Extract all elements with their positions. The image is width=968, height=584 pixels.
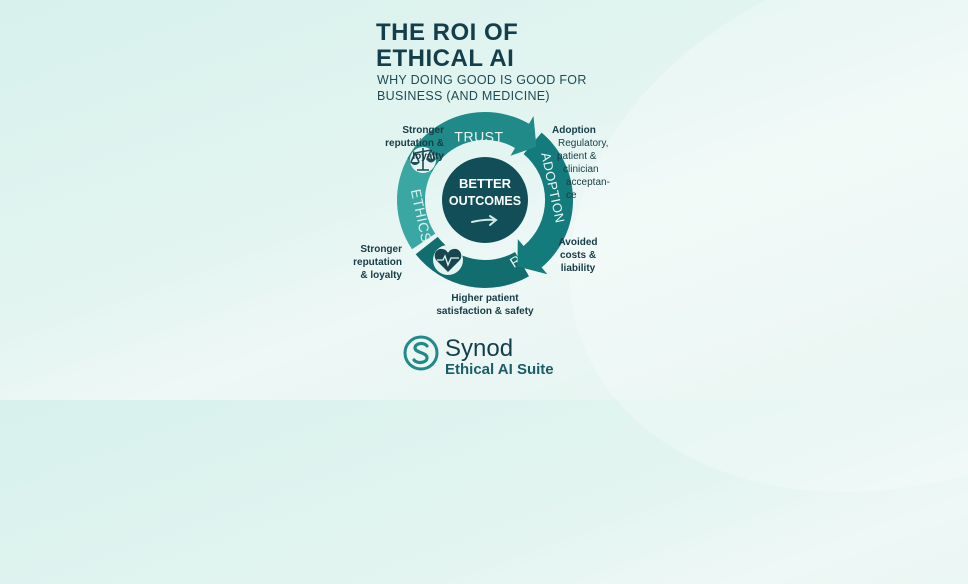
title-line: ETHICAL AI xyxy=(376,45,515,72)
annotation-line: Higher patient xyxy=(451,293,519,304)
cycle-segment-adoption xyxy=(517,132,574,275)
title-line: THE ROI OF xyxy=(376,19,519,46)
subtitle-line: WHY DOING GOOD IS GOOD FOR xyxy=(377,73,587,87)
annotation-line: liability xyxy=(560,263,596,274)
annotation-bottom: Higher patient satisfaction & safety xyxy=(430,292,540,318)
annotation-line: ce xyxy=(566,190,577,201)
scales-icon-pans xyxy=(410,159,436,165)
annotation-bottom-left: Stronger reputation & loyalty xyxy=(352,243,402,282)
page-title: THE ROI OF ETHICAL AI xyxy=(376,20,518,72)
annotation-line: & loyalty xyxy=(360,270,402,281)
annotation-line: costs & xyxy=(559,250,597,261)
center-label-line: BETTER xyxy=(459,176,512,191)
annotation-line: clinician xyxy=(563,164,599,175)
center-label-line: OUTCOMES xyxy=(449,194,521,208)
annotation-line: loyalty xyxy=(412,151,444,162)
annotation-line: patient & xyxy=(557,151,597,162)
segment-label-trust: TRUST xyxy=(454,129,503,145)
synod-logo-icon xyxy=(403,335,439,371)
annotation-top-right: Adoption Regulatory, patient & clinician… xyxy=(552,124,610,202)
subtitle-line: BUSINESS (AND MEDICINE) xyxy=(377,89,550,103)
brand-product: Ethical AI Suite xyxy=(445,361,554,378)
annotation-line: acceptan- xyxy=(566,177,610,188)
annotation-line: Stronger xyxy=(360,244,402,255)
brand-name: Synod xyxy=(445,335,514,362)
cycle-diagram: ETHICSROIADOPTIONTRUSTBETTEROUTCOMES xyxy=(396,112,574,288)
scales-icon xyxy=(410,148,436,171)
annotation-top-left: Stronger reputation & loyalty xyxy=(372,124,444,163)
annotation-line: satisfaction & safety xyxy=(436,306,534,317)
annotation-line: reputation & xyxy=(385,138,444,149)
arrow-right-icon xyxy=(471,215,498,226)
annotation-bottom-right: Avoided costs & liability xyxy=(553,236,603,275)
annotation-title: Adoption xyxy=(552,125,596,136)
pulse-line xyxy=(437,254,459,267)
subtitle: WHY DOING GOOD IS GOOD FOR BUSINESS (AND… xyxy=(377,72,587,104)
cycle-segment-trust xyxy=(407,112,537,172)
annotation-line: Stronger xyxy=(402,125,444,136)
annotation-line: Regulatory, xyxy=(558,138,609,149)
heart-pulse-icon xyxy=(434,248,462,272)
annotation-line: reputation xyxy=(353,257,402,268)
cycle-segment-ethics xyxy=(396,156,436,250)
center-circle xyxy=(442,157,528,243)
annotation-line: Avoided xyxy=(558,237,598,248)
